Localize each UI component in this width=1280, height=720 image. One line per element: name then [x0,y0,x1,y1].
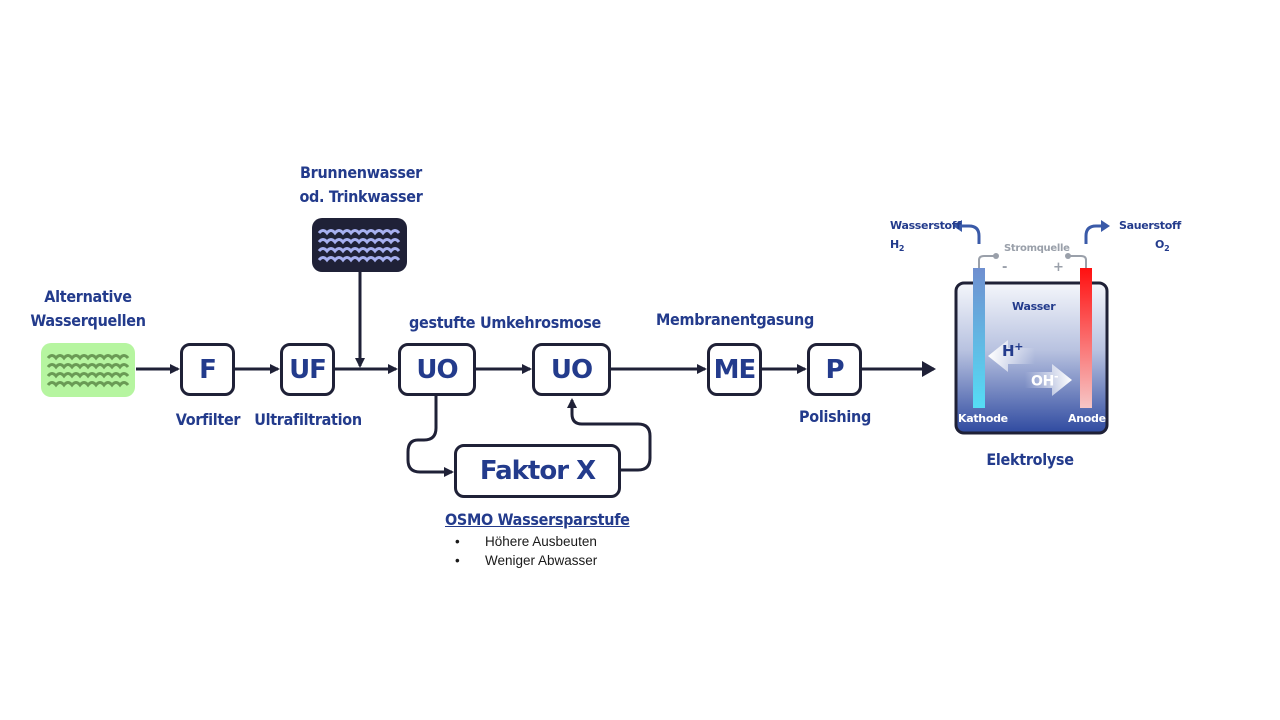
oxygen-formula: O2 [1155,238,1170,254]
stage-me-id: ME [713,354,757,385]
anode-label: Anode [1068,412,1106,425]
hydrogen-label: Wasserstoff [890,219,961,232]
power-source-label: Stromquelle [1004,243,1070,254]
wave-line [46,381,130,388]
electrolysis-title: Elektrolyse [986,450,1074,469]
minus-terminal: - [1002,260,1008,275]
well-source-line2: od. Trinkwasser [299,187,423,206]
well-source-label: Brunnenwasser od. Trinkwasser [286,161,436,209]
arrow-faktor-to-uo2 [567,398,652,472]
alternative-water-source-icon [41,343,135,397]
wave-line [317,247,401,254]
faktor-x-box: Faktor X [454,444,621,498]
well-source-line1: Brunnenwasser [300,163,422,182]
oxygen-label: Sauerstoff [1119,219,1181,232]
plus-terminal: + [1053,260,1064,275]
stage-uo2-id: UO [550,354,593,385]
stage-f-box: F [180,343,235,396]
power-wire-cathode [978,255,995,268]
cathode-label: Kathode [958,412,1008,425]
hydrogen-formula: H2 [890,238,905,254]
wave-line [317,229,401,236]
stage-me-box: ME [707,343,762,396]
oxygen-out-arrow [1084,224,1103,244]
stage-uf-box: UF [280,343,335,396]
stage-uf-label: Ultrafiltration [254,410,362,429]
anode-electrode [1080,268,1092,408]
reverse-osmosis-label: gestufte Umkehrosmose [408,313,602,332]
wave-line [317,256,401,263]
stage-p-label: Polishing [799,407,871,426]
bullet-dot: • [455,553,460,568]
hydrogen-out-arrow [960,224,981,244]
alternative-source-label: Alternative Wasserquellen [20,285,156,333]
oh-minus-ion: OH- [1031,370,1059,390]
bullet-item: • Weniger Abwasser [455,553,597,568]
alternative-source-line2: Wasserquellen [30,311,146,330]
oh-minus-arrow [1025,364,1072,396]
bullet-text: Höhere Ausbeuten [485,534,597,549]
stage-f-label: Vorfilter [175,410,241,429]
bullet-dot: • [455,534,460,549]
stage-p-box: P [807,343,862,396]
faktor-x-label: Faktor X [479,456,596,486]
water-label: Wasser [1012,300,1056,313]
wave-line [46,372,130,379]
membrane-degassing-label: Membranentgasung [656,310,814,329]
h-plus-ion: H+ [1002,340,1024,360]
bullet-text: Weniger Abwasser [485,553,598,568]
bullet-item: • Höhere Ausbeuten [455,534,597,549]
wave-line [317,238,401,245]
stage-uf-id: UF [289,354,327,385]
power-wire-anode [1069,255,1087,268]
wave-line [46,363,130,370]
alternative-source-line1: Alternative [44,287,132,306]
well-water-source-icon [312,218,407,272]
stage-uo2-box: UO [532,343,611,396]
stage-f-id: F [199,354,217,385]
stage-uo1-id: UO [416,354,458,385]
cathode-electrode [973,268,985,408]
electrolysis-cell [953,220,1110,435]
wave-line [46,354,130,361]
osmo-title: OSMO Wassersparstufe [445,510,630,529]
h-plus-arrow [988,340,1035,372]
stage-p-id: P [825,354,844,385]
stage-uo1-box: UO [398,343,476,396]
arrow-uo1-to-faktor [406,396,454,477]
